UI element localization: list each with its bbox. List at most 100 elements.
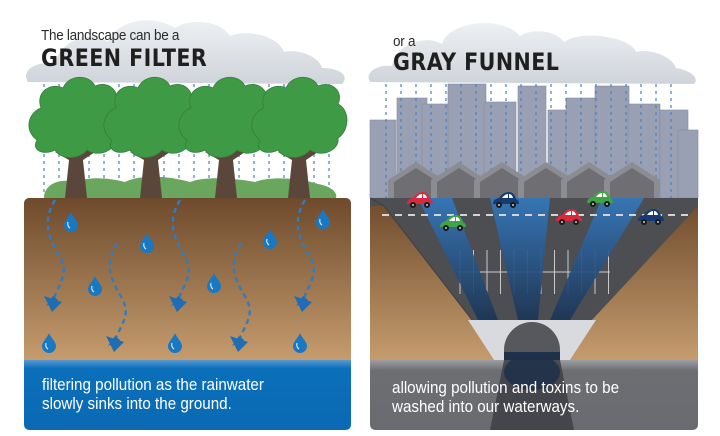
- car: [638, 209, 664, 225]
- car-hubcap: [575, 221, 577, 223]
- drop-highlight: [266, 238, 270, 246]
- green-filter-panel: The landscape can be a GREEN FILTER filt…: [24, 20, 351, 430]
- right-caption-line-1: allowing pollution and toxins to be: [392, 379, 620, 397]
- water-drop: [293, 333, 307, 353]
- car: [407, 192, 433, 208]
- drop-highlight: [210, 282, 214, 290]
- arrow-head: [230, 336, 248, 352]
- house: [518, 162, 574, 198]
- car-window: [647, 211, 658, 215]
- drop-highlight: [171, 342, 175, 350]
- car-hubcap: [459, 227, 461, 229]
- car: [440, 215, 466, 231]
- house-body: [567, 168, 611, 198]
- right-heading-big: GRAY FUNNEL: [393, 48, 560, 76]
- house-body: [394, 168, 438, 198]
- building: [677, 129, 699, 199]
- left-caption-line-2: slowly sinks into the ground.: [42, 395, 232, 413]
- house-body: [610, 168, 654, 198]
- car-hubcap: [592, 203, 594, 205]
- tree-trunk: [55, 146, 95, 198]
- water-drop: [64, 212, 78, 232]
- car: [587, 191, 613, 207]
- left-caption-line-1: filtering pollution as the rainwater: [42, 376, 264, 394]
- car-hubcap: [643, 221, 645, 223]
- right-caption-line-2: washed into our waterways.: [392, 398, 580, 416]
- left-heading-big: GREEN FILTER: [41, 44, 208, 72]
- arrow-head: [294, 296, 312, 312]
- cloud: [368, 22, 696, 84]
- infiltration-arrows: [44, 199, 315, 352]
- arrow-path: [46, 199, 65, 305]
- house: [431, 162, 487, 198]
- left-heading-small: The landscape can be a: [41, 27, 180, 44]
- water-drops: [42, 209, 330, 353]
- water-drop: [88, 276, 102, 296]
- car: [493, 192, 519, 208]
- car-window: [416, 194, 427, 198]
- drop-highlight: [143, 242, 147, 250]
- car-window: [565, 211, 576, 215]
- runoff-streams: [418, 198, 644, 320]
- bushes: [44, 176, 337, 198]
- trees: [28, 76, 348, 198]
- car-window: [596, 193, 607, 197]
- house-body: [480, 168, 524, 198]
- drop-highlight: [45, 342, 49, 350]
- arrow-head: [169, 296, 187, 312]
- car-hubcap: [561, 221, 563, 223]
- car-hubcap: [498, 204, 500, 206]
- water-drop: [263, 229, 277, 249]
- drop-highlight: [296, 342, 300, 350]
- water-drop: [207, 273, 221, 293]
- arrow-path: [171, 199, 190, 305]
- rain: [385, 84, 672, 198]
- infiltration-arrow: [230, 242, 251, 352]
- house: [604, 162, 660, 198]
- house: [561, 162, 617, 198]
- arrow-path: [108, 242, 127, 345]
- tree-trunk: [278, 146, 318, 198]
- cloud: [26, 20, 345, 84]
- car: [556, 209, 582, 225]
- infiltration-arrow: [44, 199, 65, 312]
- car-hubcap: [426, 204, 428, 206]
- tree: [251, 76, 348, 198]
- arrow-path: [232, 242, 251, 345]
- car-hubcap: [512, 204, 514, 206]
- water-drop: [140, 233, 154, 253]
- drop-highlight: [319, 218, 323, 226]
- right-heading-small: or a: [393, 33, 416, 50]
- left-caption: filtering pollution as the rainwater slo…: [42, 376, 264, 414]
- tree-canopy: [251, 76, 348, 158]
- drop-highlight: [91, 285, 95, 293]
- house: [474, 162, 530, 198]
- drop-highlight: [67, 221, 71, 229]
- tree-trunk: [205, 146, 245, 198]
- infiltration-arrow: [169, 199, 190, 312]
- tree: [103, 76, 200, 198]
- house-body: [437, 168, 481, 198]
- groundwater-caption-box: [24, 360, 351, 430]
- car-hubcap: [657, 221, 659, 223]
- cars: [407, 191, 664, 231]
- houses: [388, 162, 660, 198]
- gray-funnel-panel: or a GRAY FUNNEL allowing pollution and …: [360, 0, 720, 436]
- car-hubcap: [412, 204, 414, 206]
- right-caption: allowing pollution and toxins to be wash…: [392, 379, 619, 417]
- water-drop: [42, 333, 56, 353]
- arrow-head: [106, 336, 124, 352]
- car-hubcap: [445, 227, 447, 229]
- car-window: [449, 217, 460, 221]
- car-hubcap: [606, 203, 608, 205]
- green-filter-illustration: [24, 20, 351, 430]
- car-window: [502, 194, 513, 198]
- water-drop: [168, 333, 182, 353]
- infiltration-arrow: [294, 199, 315, 312]
- infiltration-arrow: [106, 242, 127, 352]
- house-body: [524, 168, 568, 198]
- house: [388, 162, 444, 198]
- arrow-head: [44, 296, 62, 312]
- water-drop: [316, 209, 330, 229]
- arrow-path: [296, 199, 315, 305]
